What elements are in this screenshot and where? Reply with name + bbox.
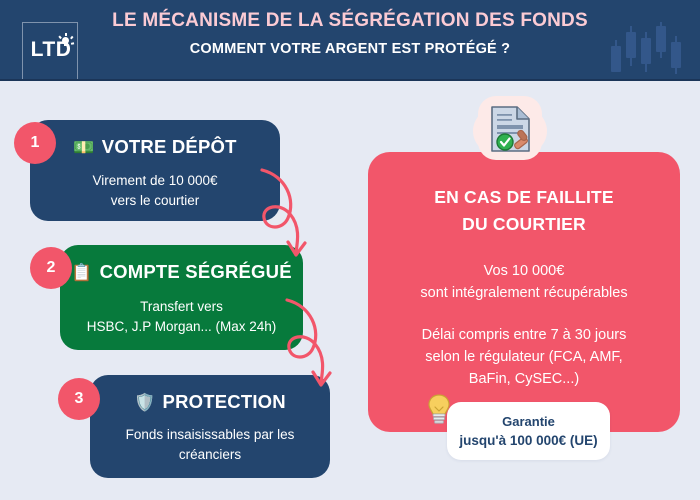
step-2-body-line2: HSBC, J.P Morgan... (Max 24h) <box>86 319 277 334</box>
step-1-body-line2: vers le courtier <box>110 193 200 208</box>
banknote-icon: 💵 <box>73 137 95 157</box>
logo-box: LTD <box>22 22 78 80</box>
step-2-number: 2 <box>46 259 56 276</box>
step-3-title-row: 🛡️ PROTECTION <box>90 391 330 413</box>
step-3-body-line2: créanciers <box>178 447 242 462</box>
step-card-1: 💵 VOTRE DÉPÔT Virement de 10 000€ vers l… <box>30 120 280 221</box>
step-1-title: VOTRE DÉPÔT <box>101 136 237 157</box>
guarantee-amount: jusqu'à 100 000€ (UE) <box>459 432 598 448</box>
panel-recovery-block: Vos 10 000€ sont intégralement récupérab… <box>368 260 680 304</box>
step-1-title-row: 💵 VOTRE DÉPÔT <box>30 136 280 158</box>
panel-delay-line2: selon le régulateur (FCA, AMF, <box>425 349 623 365</box>
panel-heading-line1: EN CAS DE FAILLITE <box>434 187 614 207</box>
shield-icon: 🛡️ <box>134 392 156 412</box>
step-2-body-line1: Transfert vers <box>140 299 223 314</box>
guarantee-title: Garantie <box>502 413 555 429</box>
panel-delay-line3: BaFin, CySEC...) <box>468 371 580 387</box>
panel-heading: EN CAS DE FAILLITE DU COURTIER <box>368 184 680 238</box>
step-badge-3: 3 <box>58 378 100 420</box>
panel-recovery-line2: sont intégralement récupérables <box>420 285 628 301</box>
panel-delay-block: Délai compris entre 7 à 30 jours selon l… <box>368 324 680 390</box>
step-2-title: COMPTE SÉGRÉGUÉ <box>99 261 292 282</box>
panel-recovery-line1: Vos 10 000€ <box>483 263 565 279</box>
step-badge-1: 1 <box>14 122 56 164</box>
step-1-body: Virement de 10 000€ vers le courtier <box>30 171 280 211</box>
step-3-body: Fonds insaisissables par les créanciers <box>90 425 330 465</box>
logo-text: LTD <box>30 38 72 61</box>
stamped-document-icon <box>473 96 547 164</box>
clipboard-icon: 📋 <box>71 262 93 282</box>
header-banner: LTD LE MÉCANISME DE LA SÉGRÉGATION DES F… <box>0 0 700 81</box>
lightbulb-icon <box>426 393 452 427</box>
step-1-number: 1 <box>30 134 40 151</box>
step-3-title: PROTECTION <box>162 391 286 412</box>
panel-delay-line1: Délai compris entre 7 à 30 jours <box>421 327 627 343</box>
page-subtitle: COMMENT VOTRE ARGENT EST PROTÉGÉ ? <box>189 41 511 57</box>
candlestick-chart-icon <box>610 22 686 78</box>
bankruptcy-panel: EN CAS DE FAILLITE DU COURTIER Vos 10 00… <box>368 152 680 432</box>
lightbulb-icon <box>57 33 75 47</box>
page-title: LE MÉCANISME DE LA SÉGRÉGATION DES FONDS <box>112 10 588 31</box>
step-2-title-row: 📋 COMPTE SÉGRÉGUÉ <box>60 261 303 283</box>
step-card-2: 📋 COMPTE SÉGRÉGUÉ Transfert vers HSBC, J… <box>60 245 303 350</box>
panel-heading-line2: DU COURTIER <box>462 214 586 234</box>
step-1-body-line1: Virement de 10 000€ <box>92 173 218 188</box>
step-card-3: 🛡️ PROTECTION Fonds insaisissables par l… <box>90 375 330 478</box>
header-titles: LE MÉCANISME DE LA SÉGRÉGATION DES FONDS… <box>90 8 610 60</box>
step-3-body-line1: Fonds insaisissables par les <box>125 427 295 442</box>
step-3-number: 3 <box>74 390 84 407</box>
guarantee-box: Garantie jusqu'à 100 000€ (UE) <box>447 402 610 460</box>
step-badge-2: 2 <box>30 247 72 289</box>
step-2-body: Transfert vers HSBC, J.P Morgan... (Max … <box>60 297 303 337</box>
header-divider <box>0 79 700 81</box>
